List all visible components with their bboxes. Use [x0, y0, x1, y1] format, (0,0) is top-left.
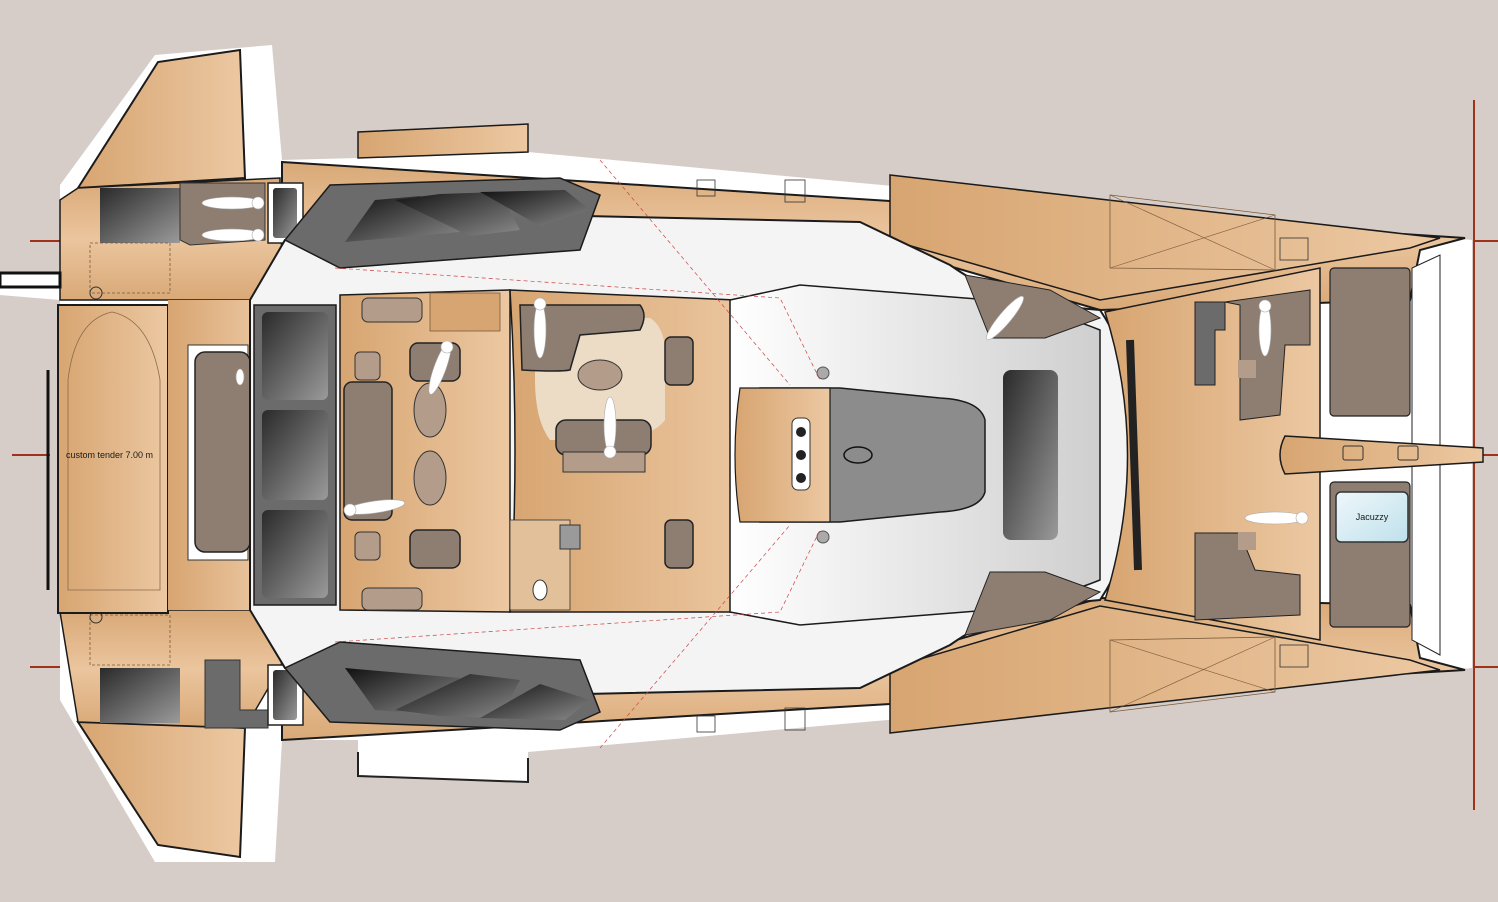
rigging-lines — [334, 159, 821, 749]
saloon — [339, 289, 511, 613]
helm-station — [729, 274, 1102, 636]
person-icon — [235, 368, 245, 386]
person-icon — [428, 340, 454, 395]
bowsprit — [1279, 435, 1484, 475]
side-panel-top — [357, 123, 529, 159]
forward-lounge — [509, 289, 761, 613]
jacuzzi-label: Jacuzzy — [1356, 512, 1389, 522]
person-icon — [533, 297, 547, 359]
forward-cockpit — [1104, 254, 1441, 656]
person-figures — [201, 196, 1309, 525]
tender-garage: custom tender 7.00 m — [46, 304, 169, 614]
person-icon — [1258, 299, 1272, 357]
person-icon — [1244, 511, 1309, 525]
person-icon — [201, 228, 265, 242]
person-icon — [201, 196, 265, 210]
jacuzzi: Jacuzzy — [1335, 491, 1409, 543]
person-icon — [603, 396, 617, 459]
person-icon — [343, 499, 406, 517]
tender-label: custom tender 7.00 m — [66, 450, 153, 460]
stern-platform-starboard — [59, 609, 529, 859]
person-icon — [986, 295, 1024, 341]
